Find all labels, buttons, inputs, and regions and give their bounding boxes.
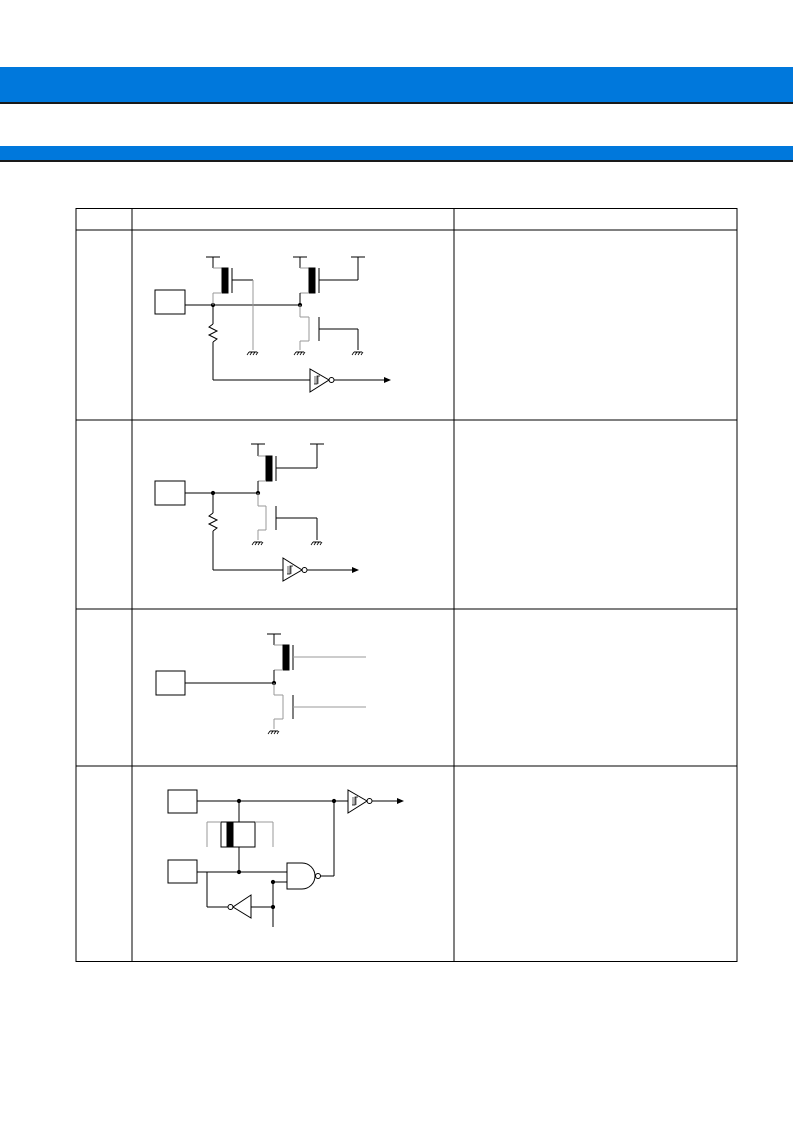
- pmos-transistor-icon: [308, 267, 316, 294]
- io-circuit-table: [75, 208, 738, 962]
- table-grid: [75, 208, 738, 962]
- pin-box: [155, 670, 186, 696]
- pmos-transistor-icon: [221, 267, 229, 294]
- pin-box: [154, 289, 186, 315]
- section-band: [0, 146, 793, 160]
- circuit-diagram-row-3: [155, 633, 366, 735]
- pin-box: [167, 859, 198, 884]
- schmitt-trigger-icon: [282, 557, 303, 582]
- inverter-icon: [232, 894, 252, 919]
- header-band: [0, 67, 793, 102]
- schmitt-trigger-icon: [309, 368, 330, 393]
- pull-up-resistor-icon: [207, 323, 219, 343]
- circuit-diagram-row-2: [154, 443, 359, 582]
- pull-up-resistor-icon: [207, 512, 219, 532]
- header-band-rule: [0, 102, 793, 104]
- circuit-diagram-row-4: [167, 789, 404, 927]
- crystal-oscillator-icon: [220, 821, 256, 848]
- pmos-transistor-icon: [265, 455, 273, 482]
- pin-box: [167, 789, 198, 814]
- circuit-diagram-row-1: [154, 256, 391, 393]
- nand-gate-icon: [286, 862, 316, 890]
- pmos-transistor-icon: [282, 644, 290, 671]
- pin-box: [154, 480, 186, 506]
- schmitt-trigger-icon: [347, 789, 368, 814]
- section-band-rule: [0, 160, 793, 162]
